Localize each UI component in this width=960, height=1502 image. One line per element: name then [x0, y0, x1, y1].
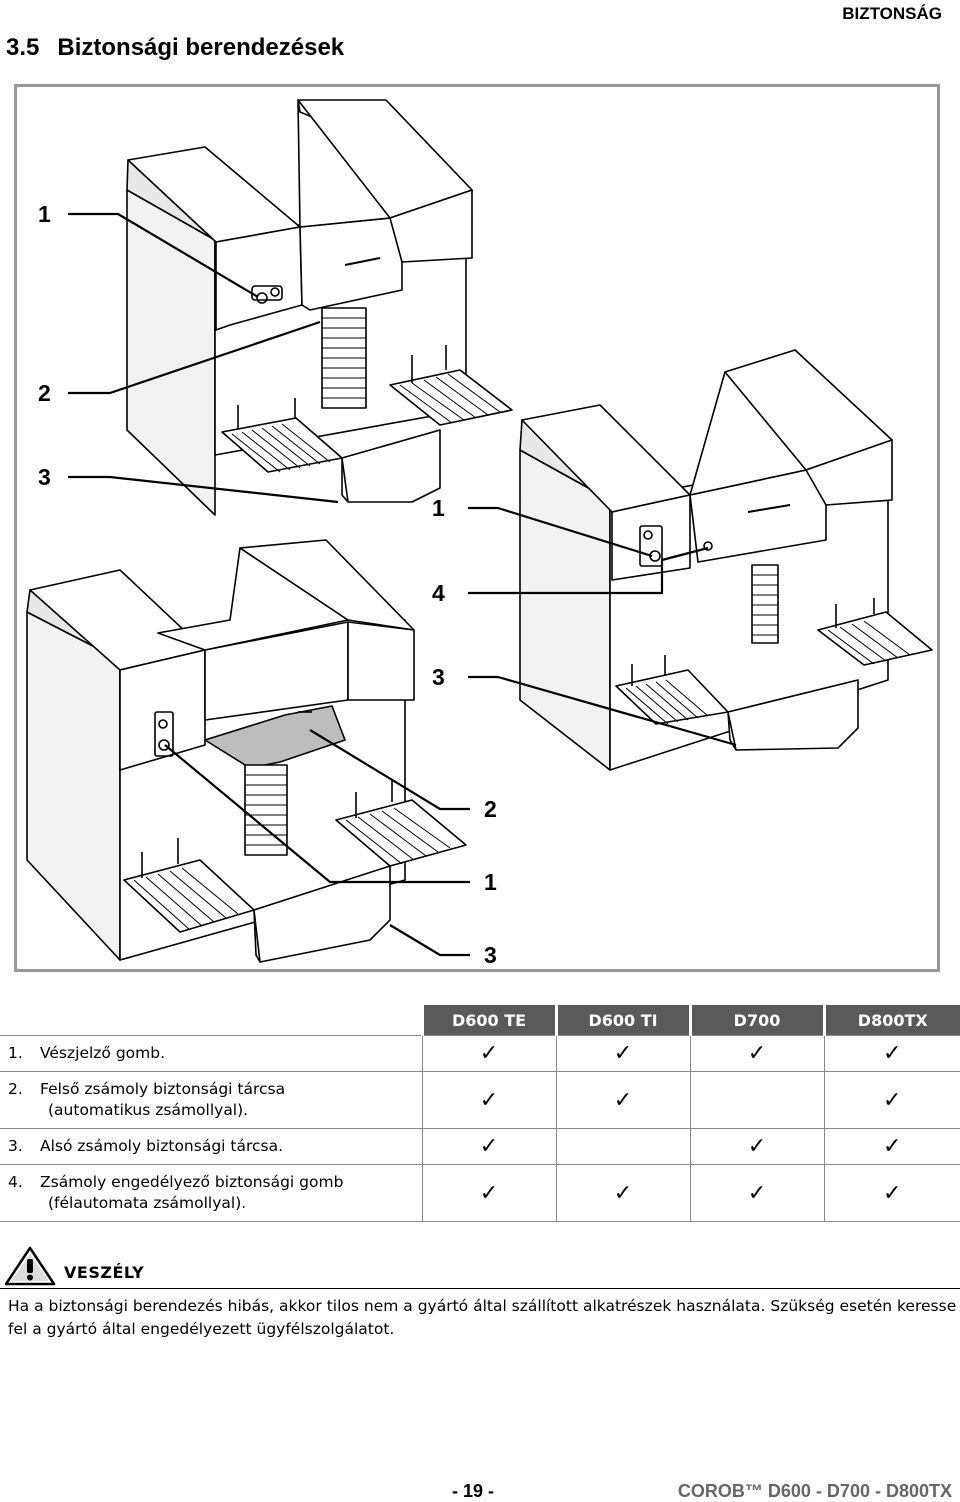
column-header: D600 TI — [554, 1005, 690, 1036]
check-cell: ✓ — [689, 1164, 824, 1222]
section-title: 3.5 Biztonsági berendezések — [6, 34, 344, 62]
check-cell: ✓ — [689, 1128, 824, 1165]
machine-top — [126, 99, 513, 516]
check-cell: ✓ — [421, 1128, 556, 1165]
column-header: D600 TE — [420, 1005, 556, 1036]
page-number: - 19 - — [452, 1481, 495, 1501]
check-cell: ✓ — [421, 1071, 556, 1129]
header-section-tag: BIZTONSÁG — [842, 4, 942, 23]
checkmark-icon: ✓ — [747, 1180, 767, 1206]
checkmark-icon: ✓ — [883, 1087, 902, 1113]
checkmark-icon: ✓ — [883, 1134, 902, 1159]
check-cell: ✓ — [823, 1071, 960, 1129]
table-row: 2. Felső zsámoly biztonsági tárcsa (automa… — [0, 1071, 960, 1129]
warning-triangle-icon — [4, 1246, 56, 1286]
warning-divider — [0, 1288, 960, 1289]
table-header-row: D600 TE D600 TI D700 D800TX — [0, 1005, 960, 1036]
callout-label: 2 — [484, 796, 497, 822]
check-cell: ✓ — [689, 1035, 824, 1072]
machine-illustration: 1 2 3 1 4 3 2 1 3 — [26, 99, 933, 968]
check-cell: ✓ — [823, 1128, 960, 1165]
checkmark-icon: ✓ — [613, 1087, 633, 1113]
row-label: 1. Vészjelző gomb. — [0, 1035, 422, 1072]
table-header-blank — [0, 1005, 422, 1036]
checkmark-icon: ✓ — [613, 1041, 633, 1066]
checkmark-icon: ✓ — [479, 1180, 499, 1206]
check-cell: ✓ — [823, 1035, 960, 1072]
callout-leaders — [68, 212, 737, 957]
check-cell: ✓ — [555, 1071, 690, 1129]
row-number: 1. — [8, 1044, 23, 1062]
row-text: Vészjelző gomb. — [40, 1044, 166, 1062]
row-text: Felső zsámoly biztonsági tárcsa — [40, 1080, 286, 1098]
checkmark-icon: ✓ — [747, 1041, 767, 1066]
check-cell: ✓ — [421, 1035, 556, 1072]
row-number: 2. — [8, 1080, 23, 1098]
section-title-text: Biztonsági berendezések — [57, 34, 345, 61]
section-number: 3.5 — [6, 34, 40, 61]
check-cell — [689, 1071, 824, 1129]
footer-brand: COROB™ D600 - D700 - D800TX — [677, 1481, 952, 1501]
machine-right — [519, 349, 933, 771]
table-row: 3. Alsó zsámoly biztonsági tárcsa. ✓ ✓ ✓ — [0, 1128, 960, 1165]
checkmark-icon: ✓ — [613, 1180, 633, 1206]
check-cell: ✓ — [555, 1164, 690, 1222]
callout-label: 3 — [432, 664, 445, 690]
row-number: 3. — [8, 1137, 23, 1155]
warning-text: Ha a biztonsági berendezés hibás, akkor … — [8, 1297, 957, 1338]
column-header: D800TX — [822, 1005, 960, 1036]
check-cell — [555, 1128, 690, 1165]
callout-label: 3 — [38, 464, 51, 490]
row-text: Zsámoly engedélyező biztonsági gomb — [40, 1173, 344, 1191]
row-label: 2. Felső zsámoly biztonsági tárcsa (automa… — [0, 1071, 422, 1129]
checkmark-icon: ✓ — [479, 1134, 499, 1159]
table-row: 4. Zsámoly engedélyező biztonsági gomb (fé… — [0, 1164, 960, 1222]
checkmark-icon: ✓ — [883, 1041, 902, 1066]
row-text: (automatikus zsámollyal). — [48, 1101, 249, 1119]
column-header: D700 — [688, 1005, 824, 1036]
checkmark-icon: ✓ — [747, 1134, 767, 1159]
figure-frame — [14, 84, 940, 972]
checkmark-icon: ✓ — [479, 1087, 499, 1113]
check-cell: ✓ — [421, 1164, 556, 1222]
row-number: 4. — [8, 1173, 23, 1191]
checkmark-icon: ✓ — [479, 1041, 499, 1066]
warning-title: VESZÉLY — [64, 1263, 145, 1282]
check-cell: ✓ — [823, 1164, 960, 1222]
callout-label: 1 — [484, 869, 497, 895]
machine-bottom — [26, 539, 467, 963]
callout-label: 2 — [38, 380, 51, 406]
callout-label: 1 — [432, 495, 445, 521]
compatibility-table: D600 TE D600 TI D700 D800TX 1. Vészjelző … — [0, 1005, 960, 1222]
row-text: Alsó zsámoly biztonsági tárcsa. — [40, 1137, 284, 1155]
table-row: 1. Vészjelző gomb. ✓ ✓ ✓ ✓ — [0, 1035, 960, 1072]
callout-label: 4 — [432, 580, 445, 606]
row-label: 3. Alsó zsámoly biztonsági tárcsa. — [0, 1128, 422, 1165]
callout-label: 3 — [484, 942, 497, 968]
checkmark-icon: ✓ — [883, 1180, 902, 1206]
row-label: 4. Zsámoly engedélyező biztonsági gomb (fé… — [0, 1164, 422, 1222]
check-cell: ✓ — [555, 1035, 690, 1072]
callout-label: 1 — [38, 201, 51, 227]
row-text: (félautomata zsámollyal). — [48, 1194, 247, 1212]
